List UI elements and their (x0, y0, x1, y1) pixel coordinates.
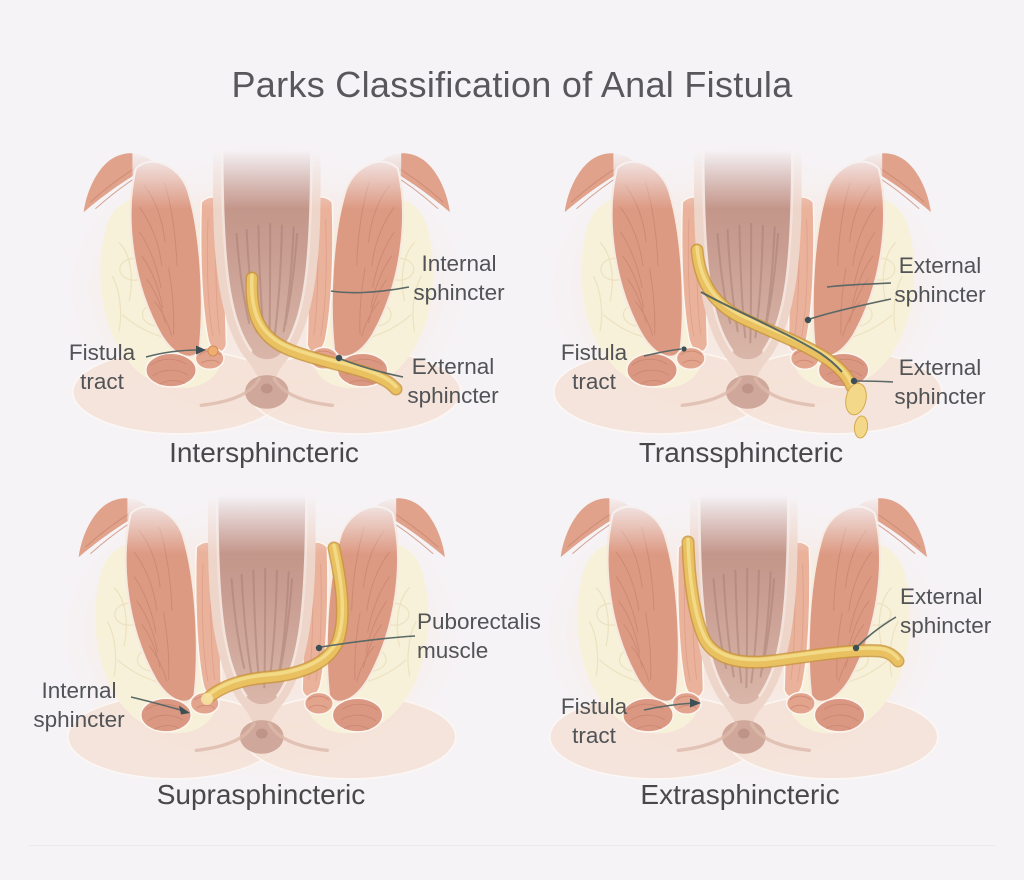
page-fold-line (28, 845, 996, 846)
leader-line (340, 358, 404, 378)
label-external-sphincter: External sphincter (900, 584, 992, 638)
fistula-tract-tip (201, 693, 213, 705)
label-internal-sphincter: Internal sphincter (33, 678, 125, 732)
label-puborectalis-muscle: Puborectalis muscle (417, 609, 541, 663)
panel-caption-extrasphincteric: Extrasphincteric (640, 779, 840, 810)
internal-opening (207, 345, 219, 357)
seton-thread (700, 291, 843, 373)
illustration-suprasphincteric (60, 487, 463, 781)
leader-line (856, 380, 894, 383)
panel-caption-suprasphincteric: Suprasphincteric (156, 779, 366, 810)
leader-line (809, 298, 892, 320)
illustration-intersphincteric (65, 142, 468, 436)
leader-line (330, 286, 410, 294)
illustration-extrasphincteric (542, 487, 945, 781)
panel-caption-intersphincteric: Intersphincteric (169, 437, 359, 468)
panel-caption-transsphincteric: Transsphincteric (638, 437, 844, 468)
page-title: Parks Classification of Anal Fistula (231, 64, 793, 105)
label-fistula-tract: Fistula tract (560, 340, 628, 394)
label-external-sphincter: External sphincter (407, 354, 499, 408)
leader-line (320, 635, 416, 648)
label-external-sphincter-bottom: External sphincter (894, 355, 986, 409)
label-external-sphincter-top: External sphincter (894, 253, 986, 307)
leader-line (643, 348, 682, 357)
label-fistula-tract: Fistula tract (68, 340, 136, 394)
illustration-transsphincteric (546, 142, 949, 439)
leader-line (857, 616, 897, 647)
label-fistula-tract: Fistula tract (560, 694, 628, 748)
fistula-external-opening (845, 382, 867, 416)
leader-line (826, 282, 892, 288)
label-internal-sphincter: Internal sphincter (413, 251, 505, 305)
leader-line (145, 349, 200, 358)
